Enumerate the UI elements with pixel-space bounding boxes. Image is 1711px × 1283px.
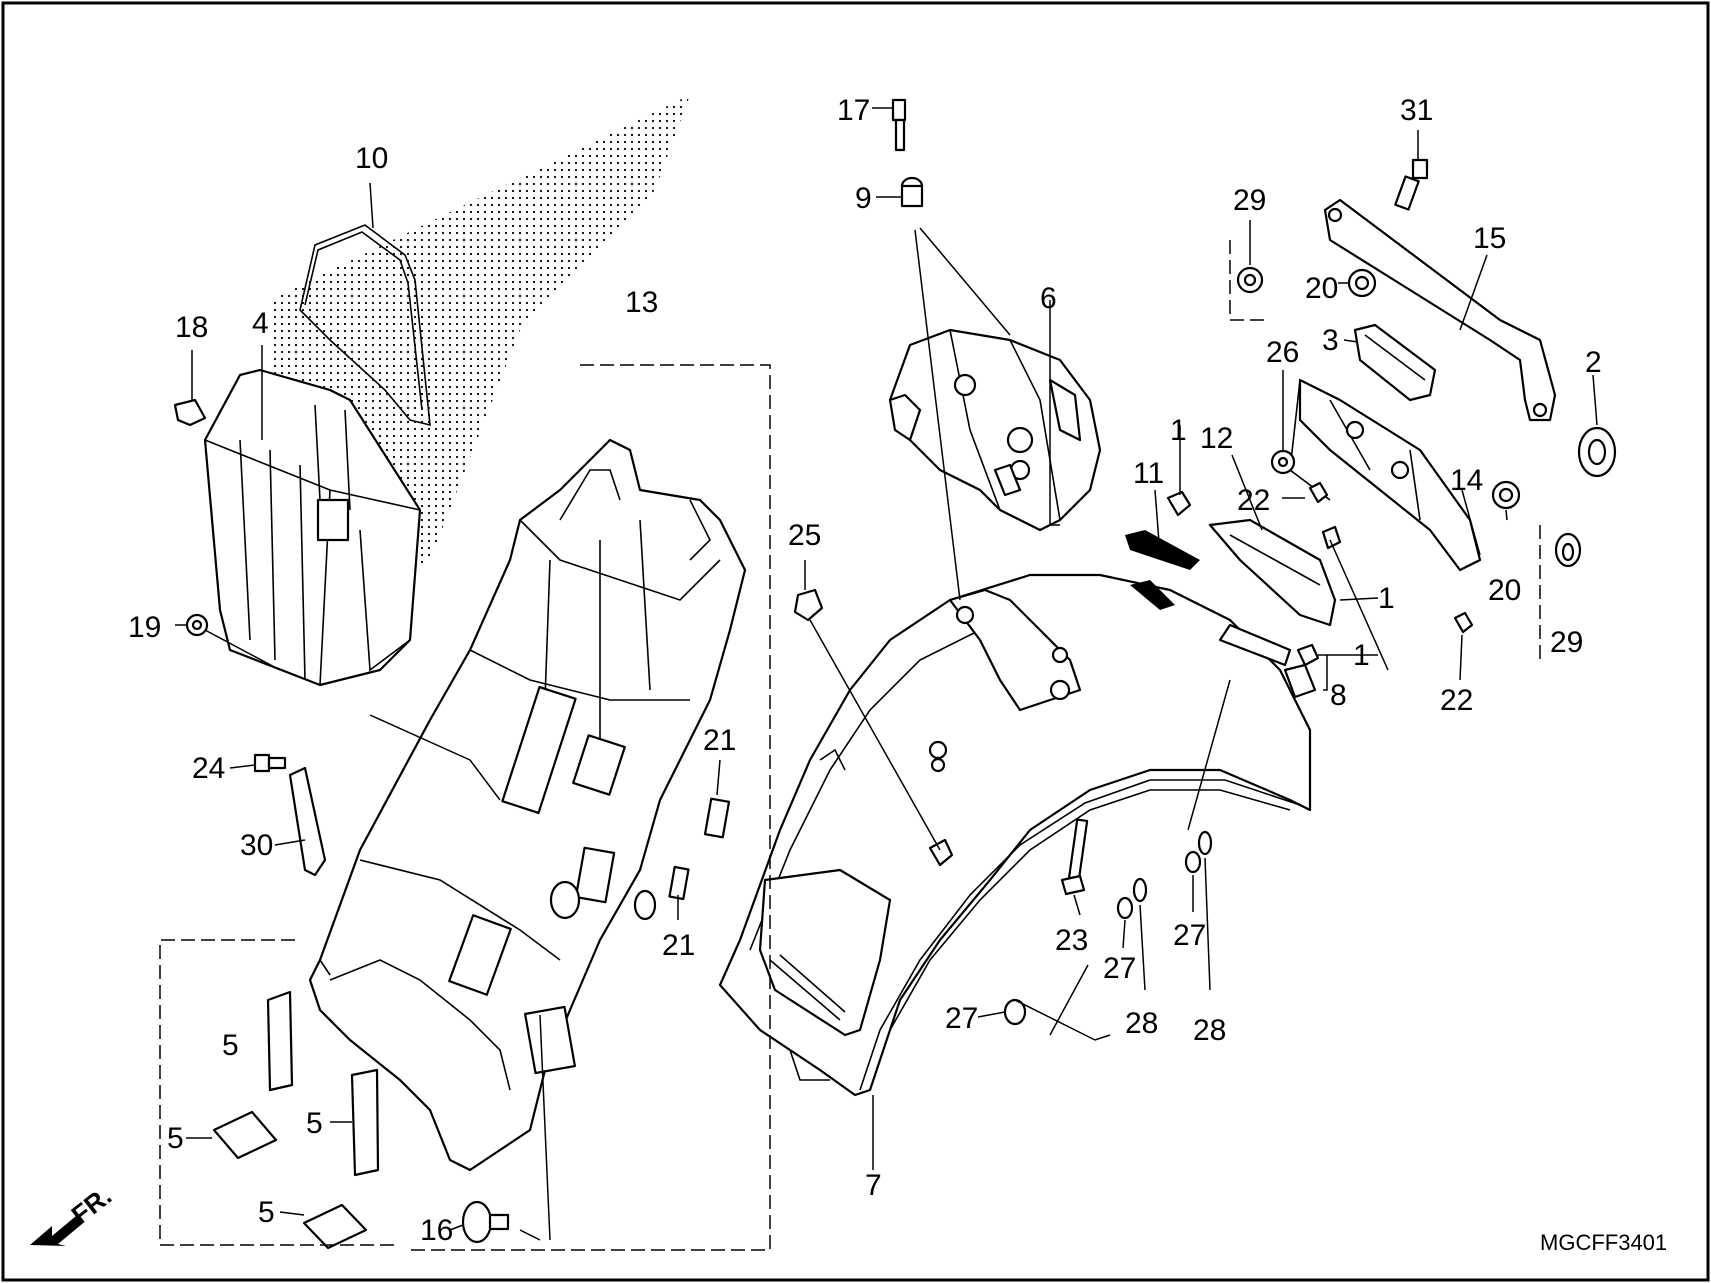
callout-11: 11: [1133, 457, 1164, 490]
callout-10: 10: [355, 142, 388, 175]
leader-lines: [175, 107, 1598, 1241]
callout-13: 13: [625, 286, 658, 319]
callout-21-low: 21: [662, 929, 695, 962]
fastener-9-collar: [900, 176, 924, 208]
part-3-lens: [1353, 323, 1437, 402]
fastener-29-nut: [1236, 266, 1582, 568]
part-15-bracket: [1323, 198, 1557, 422]
part-13-inner-fender: [308, 438, 747, 1172]
callout-12: 12: [1200, 422, 1233, 455]
part-30-cover: [288, 766, 327, 877]
callout-27-low: 27: [945, 1002, 978, 1035]
callout-28-right: 28: [1193, 1014, 1226, 1047]
callout-20-top: 20: [1305, 272, 1338, 305]
callout-5-c: 5: [306, 1107, 323, 1140]
fastener-27-washer: [1003, 850, 1202, 1026]
callout-22-top: 22: [1237, 484, 1270, 517]
fastener-18-nut: [173, 398, 207, 427]
group-line-5: [159, 939, 395, 1246]
callout-5-d: 5: [258, 1196, 275, 1229]
group-line-13: [410, 364, 771, 1251]
callout-31: 31: [1400, 94, 1433, 127]
fastener-17-bolt: [891, 98, 907, 152]
fastener-8-grommet: [1283, 663, 1317, 699]
callout-9: 9: [855, 182, 872, 215]
callout-22-low: 22: [1440, 684, 1473, 717]
callout-1-top: 1: [1170, 414, 1187, 447]
part-10-seal: [299, 224, 431, 427]
callout-2: 2: [1585, 346, 1602, 379]
fastener-20-grommet: [1347, 268, 1521, 510]
callout-19: 19: [128, 611, 161, 644]
callout-29-top: 29: [1233, 184, 1266, 217]
callout-30: 30: [240, 829, 273, 862]
callout-27-right: 27: [1173, 919, 1206, 952]
fastener-26-nut: [1270, 449, 1296, 475]
fastener-25-nut: [793, 588, 824, 622]
fastener-24-bolt: [253, 753, 287, 773]
fastener-31-bolt: [1394, 158, 1429, 211]
callout-labels: 17 9 10 31 29 15 20 6 13 18 4 3 26 2 1 1…: [128, 94, 1602, 1247]
callout-20-right: 20: [1488, 574, 1521, 607]
callout-15: 15: [1473, 222, 1506, 255]
part-4-box: [203, 368, 422, 687]
callout-17: 17: [837, 94, 870, 127]
diagram-code: MGCFF3401: [1540, 1230, 1667, 1255]
callout-24: 24: [192, 752, 225, 785]
callout-5-b: 5: [167, 1122, 184, 1155]
fastener-1-clip: [1166, 490, 1342, 667]
callout-18: 18: [175, 311, 208, 344]
callout-16: 16: [420, 1214, 453, 1247]
callout-7: 7: [865, 1169, 882, 1202]
front-arrow-icon: [30, 1216, 82, 1246]
callout-3: 3: [1322, 324, 1339, 357]
callout-27-mid: 27: [1103, 952, 1136, 985]
callout-1-low: 1: [1353, 639, 1370, 672]
fastener-16-clip: [461, 1200, 510, 1244]
fastener-19-nut: [185, 613, 209, 637]
callout-1-mid: 1: [1378, 582, 1395, 615]
callout-14: 14: [1450, 464, 1483, 497]
fastener-23-bolt: [1060, 818, 1089, 896]
fastener-22-nut: [1308, 481, 1474, 634]
fastener-21-nut: [668, 797, 731, 901]
callout-29-right: 29: [1550, 626, 1583, 659]
callout-26: 26: [1266, 336, 1299, 369]
fastener-2-washer: [1577, 426, 1617, 478]
part-5-pad: [212, 990, 380, 1250]
part-11-reflector: [1125, 530, 1200, 610]
callout-4: 4: [252, 307, 269, 340]
group-line-29a: [1229, 240, 1265, 321]
callout-28-left: 28: [1125, 1007, 1158, 1040]
part-7-rear-fender: [718, 573, 1312, 1097]
callout-25: 25: [788, 519, 821, 552]
fastener-28-washer: [1132, 830, 1213, 903]
callout-5-a: 5: [222, 1029, 239, 1062]
callout-8: 8: [1330, 679, 1347, 712]
callout-21-top: 21: [703, 724, 736, 757]
front-direction-marker: FR.: [30, 1180, 117, 1246]
callout-23: 23: [1055, 924, 1088, 957]
callout-6: 6: [1040, 282, 1057, 315]
part-6-taillight: [888, 328, 1102, 532]
part-12-reflector-holder: [1208, 518, 1337, 627]
